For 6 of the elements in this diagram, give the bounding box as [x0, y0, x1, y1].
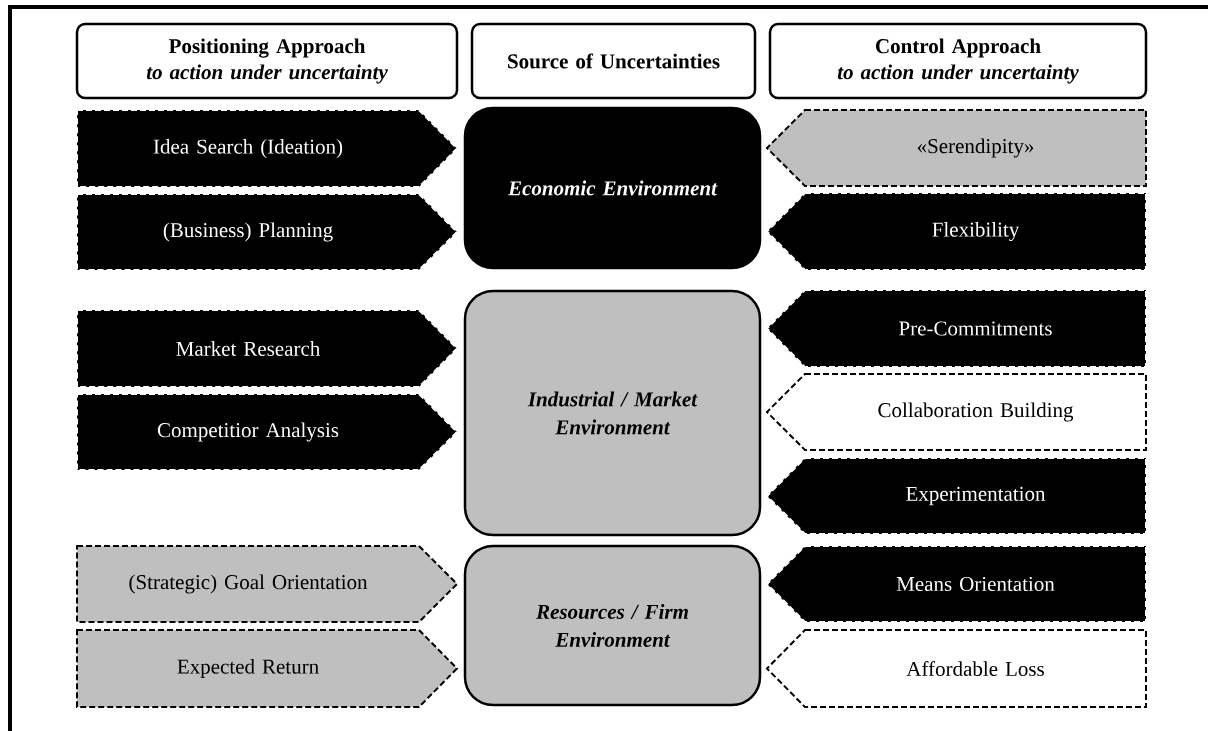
header-box: Positioning Approach to action under uncertainty	[75, 22, 459, 100]
environment-box: Industrial / Market Environment	[463, 289, 762, 537]
header-box: Source of Uncertainties	[470, 22, 757, 100]
environment-box: Economic Environment	[463, 106, 762, 270]
header-box: Control Approach to action under uncertainty	[768, 22, 1148, 100]
environment-box: Resources / Firm Environment	[463, 544, 762, 707]
